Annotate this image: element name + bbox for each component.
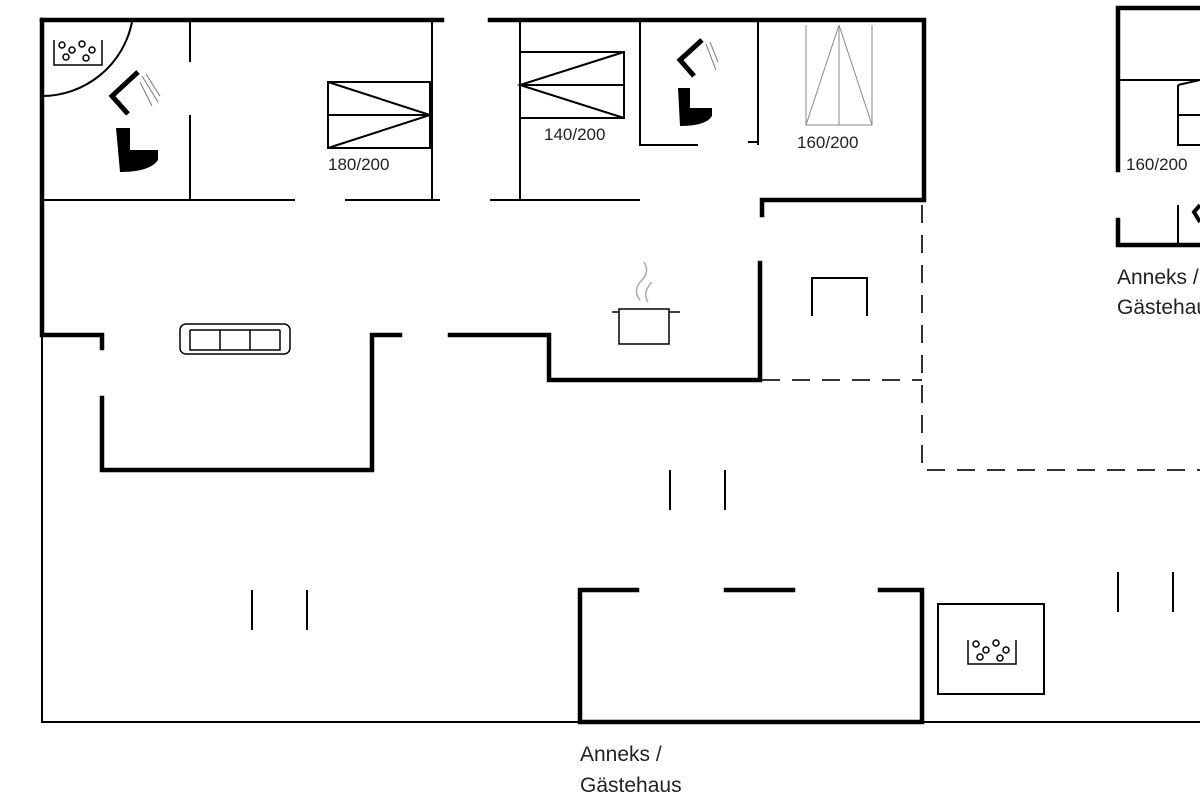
cooking-pot-icon bbox=[612, 261, 680, 345]
interior-walls bbox=[41, 21, 1200, 723]
svg-text:Anneks /: Anneks / bbox=[1117, 266, 1199, 289]
hot-tub-icon bbox=[53, 40, 103, 66]
shower-icon bbox=[108, 70, 161, 116]
sofa-icon bbox=[179, 323, 291, 355]
svg-text:140/200: 140/200 bbox=[544, 125, 605, 144]
svg-text:160/200: 160/200 bbox=[797, 133, 858, 152]
svg-text:Anneks /: Anneks / bbox=[580, 743, 662, 766]
hot-tub-icon bbox=[937, 603, 1045, 695]
svg-text:Gästehaus: Gästehaus bbox=[1117, 296, 1200, 319]
bed-160-200: 160/200 bbox=[797, 24, 873, 152]
bed-180-200: 180/200 bbox=[327, 81, 434, 174]
toilet-icon bbox=[116, 128, 158, 172]
exterior-walls bbox=[39, 5, 1200, 725]
terrace-outline bbox=[762, 205, 1200, 471]
annex-label-right: Anneks / Gästehaus bbox=[1117, 266, 1200, 319]
bed-140-200: 140/200 bbox=[516, 51, 625, 144]
annex-label: Anneks / Gästehaus bbox=[580, 743, 682, 797]
svg-text:180/200: 180/200 bbox=[328, 155, 389, 174]
chair-icon bbox=[811, 277, 868, 316]
toilet-icon bbox=[678, 88, 712, 126]
door-markers bbox=[251, 470, 1174, 630]
shower-icon bbox=[676, 38, 719, 78]
bed-160-200-annex: 160/200 bbox=[1126, 79, 1200, 174]
shower-icon bbox=[1191, 203, 1200, 224]
svg-text:160/200: 160/200 bbox=[1126, 155, 1187, 174]
svg-text:Gästehaus: Gästehaus bbox=[580, 774, 682, 797]
